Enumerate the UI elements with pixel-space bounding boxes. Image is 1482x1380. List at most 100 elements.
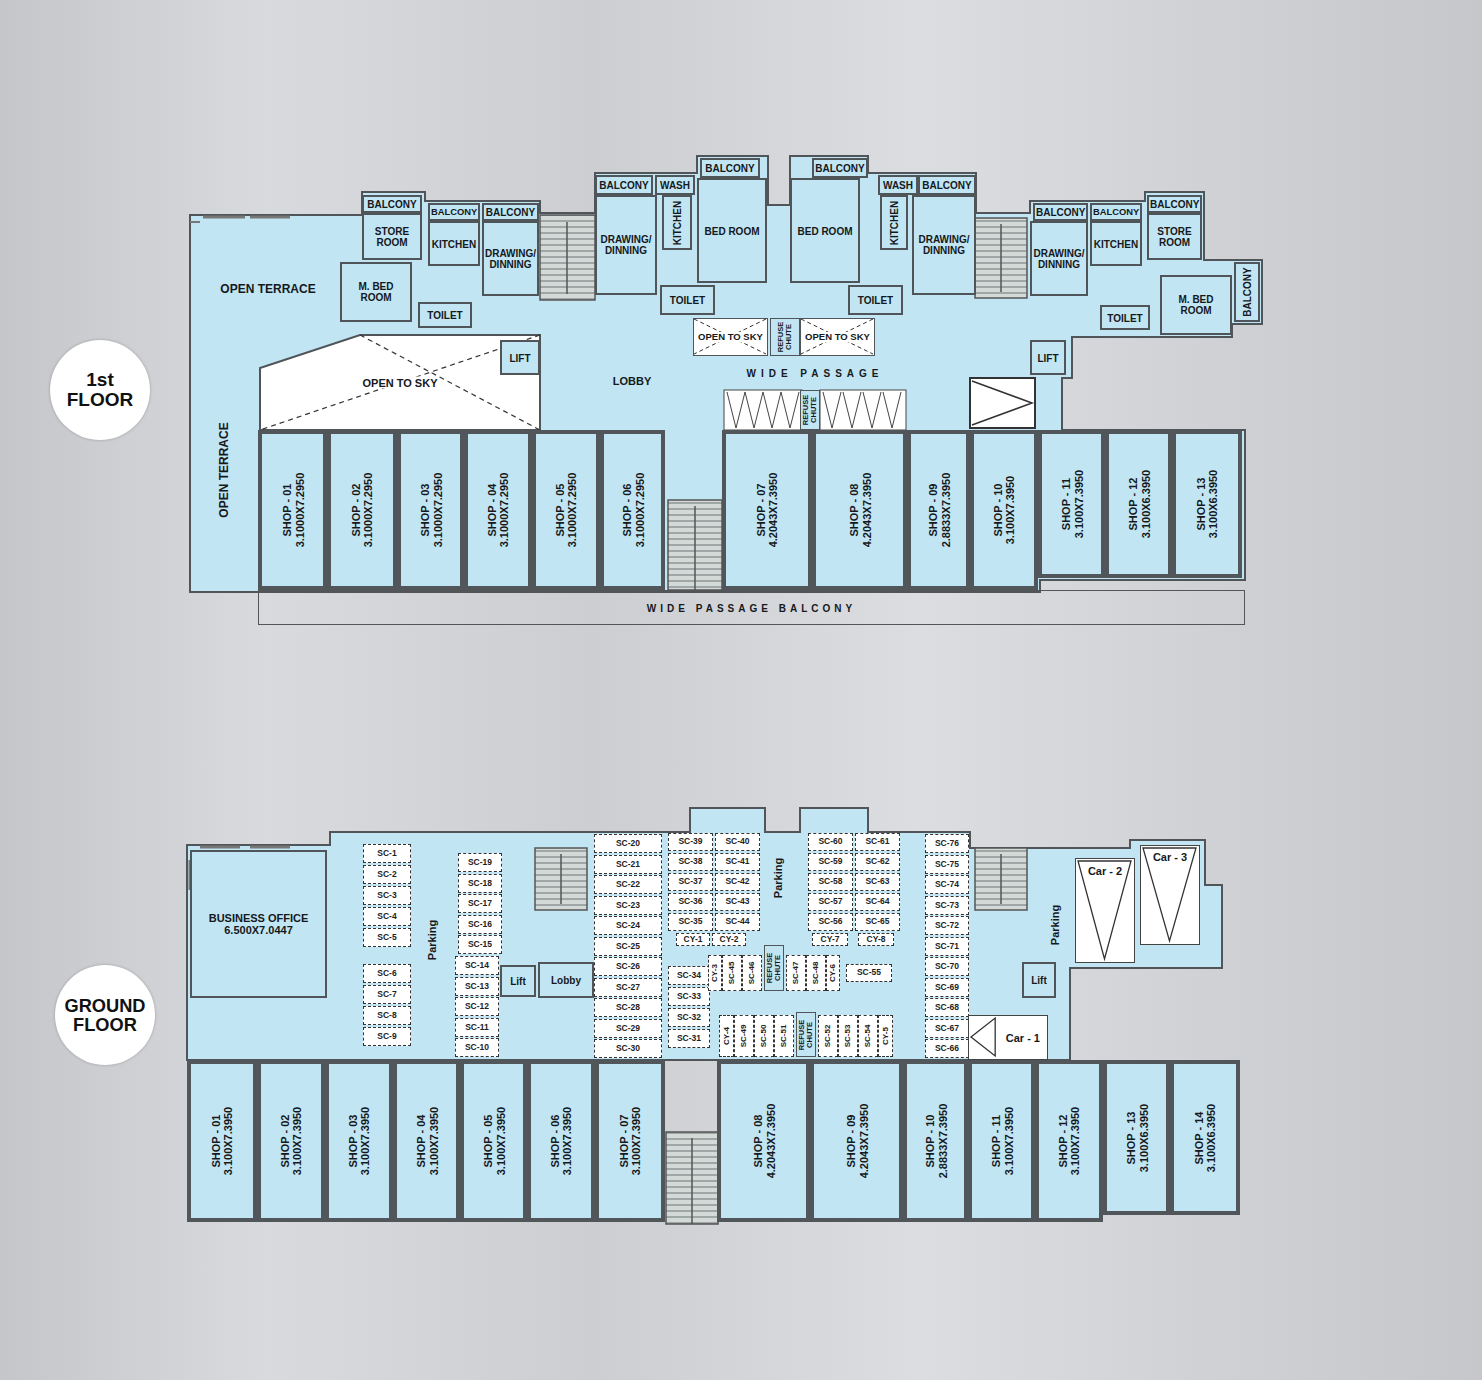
room-box: BALCONY [1033,203,1088,221]
room-label: SC-75 [935,859,959,868]
room-label: SC-70 [935,962,959,971]
text-holder: BALCONY [364,197,420,211]
shop-unit: SHOP - 033.1000X7.2950 [397,430,464,590]
room-box: Lift [500,965,536,997]
room-label: LIFT [509,352,530,363]
room-label: SHOP - 10 [923,1115,935,1168]
room-box: M. BED ROOM [340,262,412,322]
room-label: 3.100X6.3950 [1207,470,1219,539]
text-holder: DRAWING/ DINNING [484,223,537,294]
room-label: BALCONY [599,180,648,191]
scooter-bay: SC-66 [925,1039,969,1058]
room-label: SHOP - 06 [549,1115,561,1168]
room-box: WASH [878,175,918,195]
text-holder: WASH [657,177,693,193]
room-label: SHOP - 12 [1057,1115,1069,1168]
room-label: SC-38 [678,857,702,866]
open-to-sky-box: OPEN TO SKY [800,318,875,356]
scooter-bay: SC-58 [808,873,853,891]
room-label: SC-7 [377,990,396,999]
first-floor-outline [190,156,1262,592]
scooter-bay: SC-12 [455,997,499,1016]
room-label: DRAWING/ DINNING [598,234,654,256]
text-holder: SHOP - 033.1000X7.2950 [401,434,460,586]
open-to-sky-box: OPEN TO SKY [693,318,768,356]
room-box: BALCONY [1090,203,1142,221]
office-box: BUSINESS OFFICE6.500X7.0447 [190,850,327,998]
room-label: SHOP - 12 [1126,478,1138,531]
text-holder: SHOP - 113.100X7.3950 [972,1064,1031,1218]
scooter-bay: SC-53 [838,1015,858,1057]
room-label: BALCONY [1150,199,1199,210]
scooter-bay: CY-7 [812,933,848,946]
room-label: BALCONY [922,180,971,191]
room-label: SC-25 [616,941,640,950]
scooter-bay: SC-19 [458,853,502,872]
scooter-bay: SC-47 [786,955,806,991]
scooter-bay: SC-13 [455,977,499,996]
text-holder: SC-13 [456,978,498,995]
room-label: SHOP - 08 [847,484,859,537]
text-holder: SC-64 [856,894,899,910]
room-label: SC-44 [725,917,749,926]
room-label: SC-8 [377,1011,396,1020]
room-label: CY-1 [684,935,703,944]
room-label: M. BED ROOM [1163,294,1229,316]
room-label: 3.1000X7.2950 [431,473,443,548]
room-label: SC-40 [725,837,749,846]
text-holder: SC-55 [847,965,891,981]
room-box: DRAWING/ DINNING [595,195,657,295]
scooter-bay: SC-15 [458,935,502,954]
room-label: SC-64 [865,897,889,906]
room-box: BALCONY [918,175,976,195]
text-holder: SC-38 [669,854,712,870]
shop-unit: SHOP - 092.8833X7.3950 [907,430,970,590]
room-label: OPEN TO SKY [696,332,765,342]
stall-row [820,390,906,430]
scooter-bay: SC-75 [925,855,969,874]
text-holder: OPEN TO SKY [694,319,767,355]
room-label: SHOP - 04 [414,1115,426,1168]
scooter-bay: SC-17 [458,894,502,913]
room-label: SC-26 [616,962,640,971]
room-box: KITCHEN [428,221,480,266]
scooter-bay: SC-46 [742,955,762,991]
room-label: CY-2 [720,935,739,944]
text-holder: SC-68 [926,999,968,1016]
scooter-bay: SC-25 [594,937,662,956]
text-holder: CY-1 [677,934,709,945]
text-holder: SC-14 [456,957,498,974]
text-holder: SC-4 [364,908,410,925]
room-label: SC-46 [748,962,757,985]
room-label: 3.100X7.3950 [561,1107,573,1176]
room-box: LIFT [500,340,540,375]
text-holder: SHOP - 063.100X7.3950 [531,1064,591,1218]
scooter-bay: SC-59 [808,853,853,871]
text-holder: SC-33 [669,988,709,1005]
room-label: BALCONY [1036,207,1085,218]
refuse-chute: REFUSE CHUTE [800,390,820,430]
text-holder: TOILET [850,287,901,313]
room-label: SC-12 [465,1002,489,1011]
room-label: 4.2043X7.3950 [764,1104,776,1179]
text-holder: SC-9 [364,1028,410,1045]
room-label: BED ROOM [705,225,760,236]
room-box: TOILET [660,285,715,315]
text-holder: BALCONY [920,177,974,193]
room-label: 3.1000X7.2950 [362,473,374,548]
room-label: 3.100X7.3950 [494,1107,506,1176]
scooter-bay: SC-33 [668,987,710,1006]
room-box: BALCONY [595,175,653,195]
room-label: 3.1000X7.2950 [633,473,645,548]
room-label: DRAWING/ DINNING [485,248,536,270]
room-label: SC-65 [865,917,889,926]
room-label: SHOP - 04 [486,484,498,537]
area-label: WIDE PASSAGE [746,368,883,379]
room-label: REFUSE CHUTE [798,1014,813,1055]
room-label: Car - 1 [1004,1031,1042,1043]
room-label: SC-47 [792,962,801,985]
room-label: SC-55 [857,968,881,977]
open-to-sky-cross [694,319,766,354]
staircase [666,1132,718,1224]
scooter-bay: SC-32 [668,1008,710,1027]
